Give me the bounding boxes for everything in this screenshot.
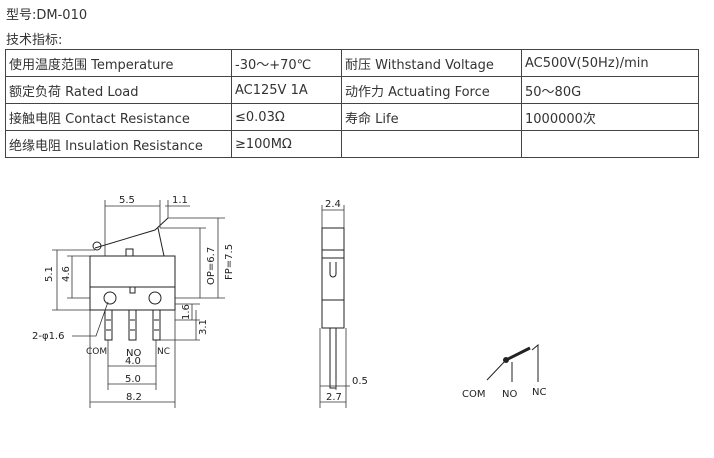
schematic-label-no: NO	[502, 389, 517, 400]
side-body	[321, 227, 345, 329]
terminal-com	[104, 309, 113, 341]
dim-fp: FP=7.5	[224, 244, 235, 280]
actuator-lever	[94, 217, 169, 249]
spec-value-cell	[521, 130, 699, 158]
front-view-dimension-lines	[52, 200, 225, 408]
dim-lever-tip: 1.1	[172, 195, 188, 206]
plunger	[125, 248, 134, 257]
spec-table: 使用温度范围 Temperature -30～+70℃ 耐压 Withstand…	[5, 49, 699, 158]
spec-label-cell: 额定负荷 Rated Load	[5, 76, 232, 104]
spec-value-cell: ≥100MΩ	[231, 130, 342, 158]
dim-side-width-top: 2.4	[325, 199, 341, 210]
pin-label-no: NO	[126, 348, 141, 359]
spec-value-cell: AC125V 1A	[231, 76, 342, 104]
dim-pin-pitch: 4.0	[125, 356, 141, 367]
dim-body-width: 8.2	[126, 392, 142, 403]
dim-hole: 2-φ1.6	[32, 331, 64, 342]
dim-terminal-thickness: 0.5	[352, 376, 368, 387]
nc-lead	[531, 343, 539, 382]
spec-value-cell: 50～80G	[521, 76, 699, 104]
spec-label-cell	[341, 130, 522, 158]
lever-roller	[92, 241, 102, 251]
dim-side-width-bottom: 2.7	[326, 392, 342, 403]
model-number: 型号:DM-010	[6, 8, 88, 23]
side-view-drawing	[321, 227, 345, 389]
dim-body-height: 4.6	[61, 266, 72, 282]
dim-terminal-gap: 1.6	[181, 304, 192, 320]
center-mark	[129, 286, 136, 294]
side-plunger	[329, 262, 337, 278]
terminal-nc	[152, 309, 161, 341]
lever-support	[157, 227, 165, 257]
pin-label-nc: NC	[157, 347, 170, 357]
table-row: 绝缘电阻 Insulation Resistance ≥100MΩ	[5, 130, 699, 158]
dim-terminal-length: 3.1	[198, 319, 209, 335]
spec-value-cell: ≤0.03Ω	[231, 103, 342, 131]
mounting-hole-right	[148, 291, 162, 305]
table-row: 使用温度范围 Temperature -30～+70℃ 耐压 Withstand…	[5, 49, 699, 77]
spec-label-cell: 耐压 Withstand Voltage	[341, 49, 522, 77]
circuit-schematic	[486, 343, 539, 382]
side-terminal	[329, 327, 337, 389]
spec-heading: 技术指标:	[6, 33, 63, 48]
front-view-drawing	[89, 217, 176, 341]
table-row: 额定负荷 Rated Load AC125V 1A 动作力 Actuating …	[5, 76, 699, 104]
spec-label-cell: 动作力 Actuating Force	[341, 76, 522, 104]
dim-pin-span: 5.0	[125, 374, 141, 385]
schematic-label-com: COM	[462, 389, 485, 400]
switch-blade	[505, 346, 531, 362]
dim-overall-height: 5.1	[44, 266, 55, 282]
spec-value-cell: AC500V(50Hz)/min	[521, 49, 699, 77]
pin-label-com: COM	[86, 347, 107, 357]
switch-body	[89, 255, 176, 311]
mounting-hole-left	[103, 291, 117, 305]
spec-label-cell: 绝缘电阻 Insulation Resistance	[5, 130, 232, 158]
dim-top-width: 5.5	[119, 195, 135, 206]
schematic-label-nc: NC	[532, 387, 546, 398]
dim-op: OP=6.7	[206, 247, 217, 285]
spec-label-cell: 使用温度范围 Temperature	[5, 49, 232, 77]
terminal-no	[128, 309, 137, 341]
com-lead	[486, 359, 507, 381]
side-view-dimension-lines	[319, 205, 350, 408]
